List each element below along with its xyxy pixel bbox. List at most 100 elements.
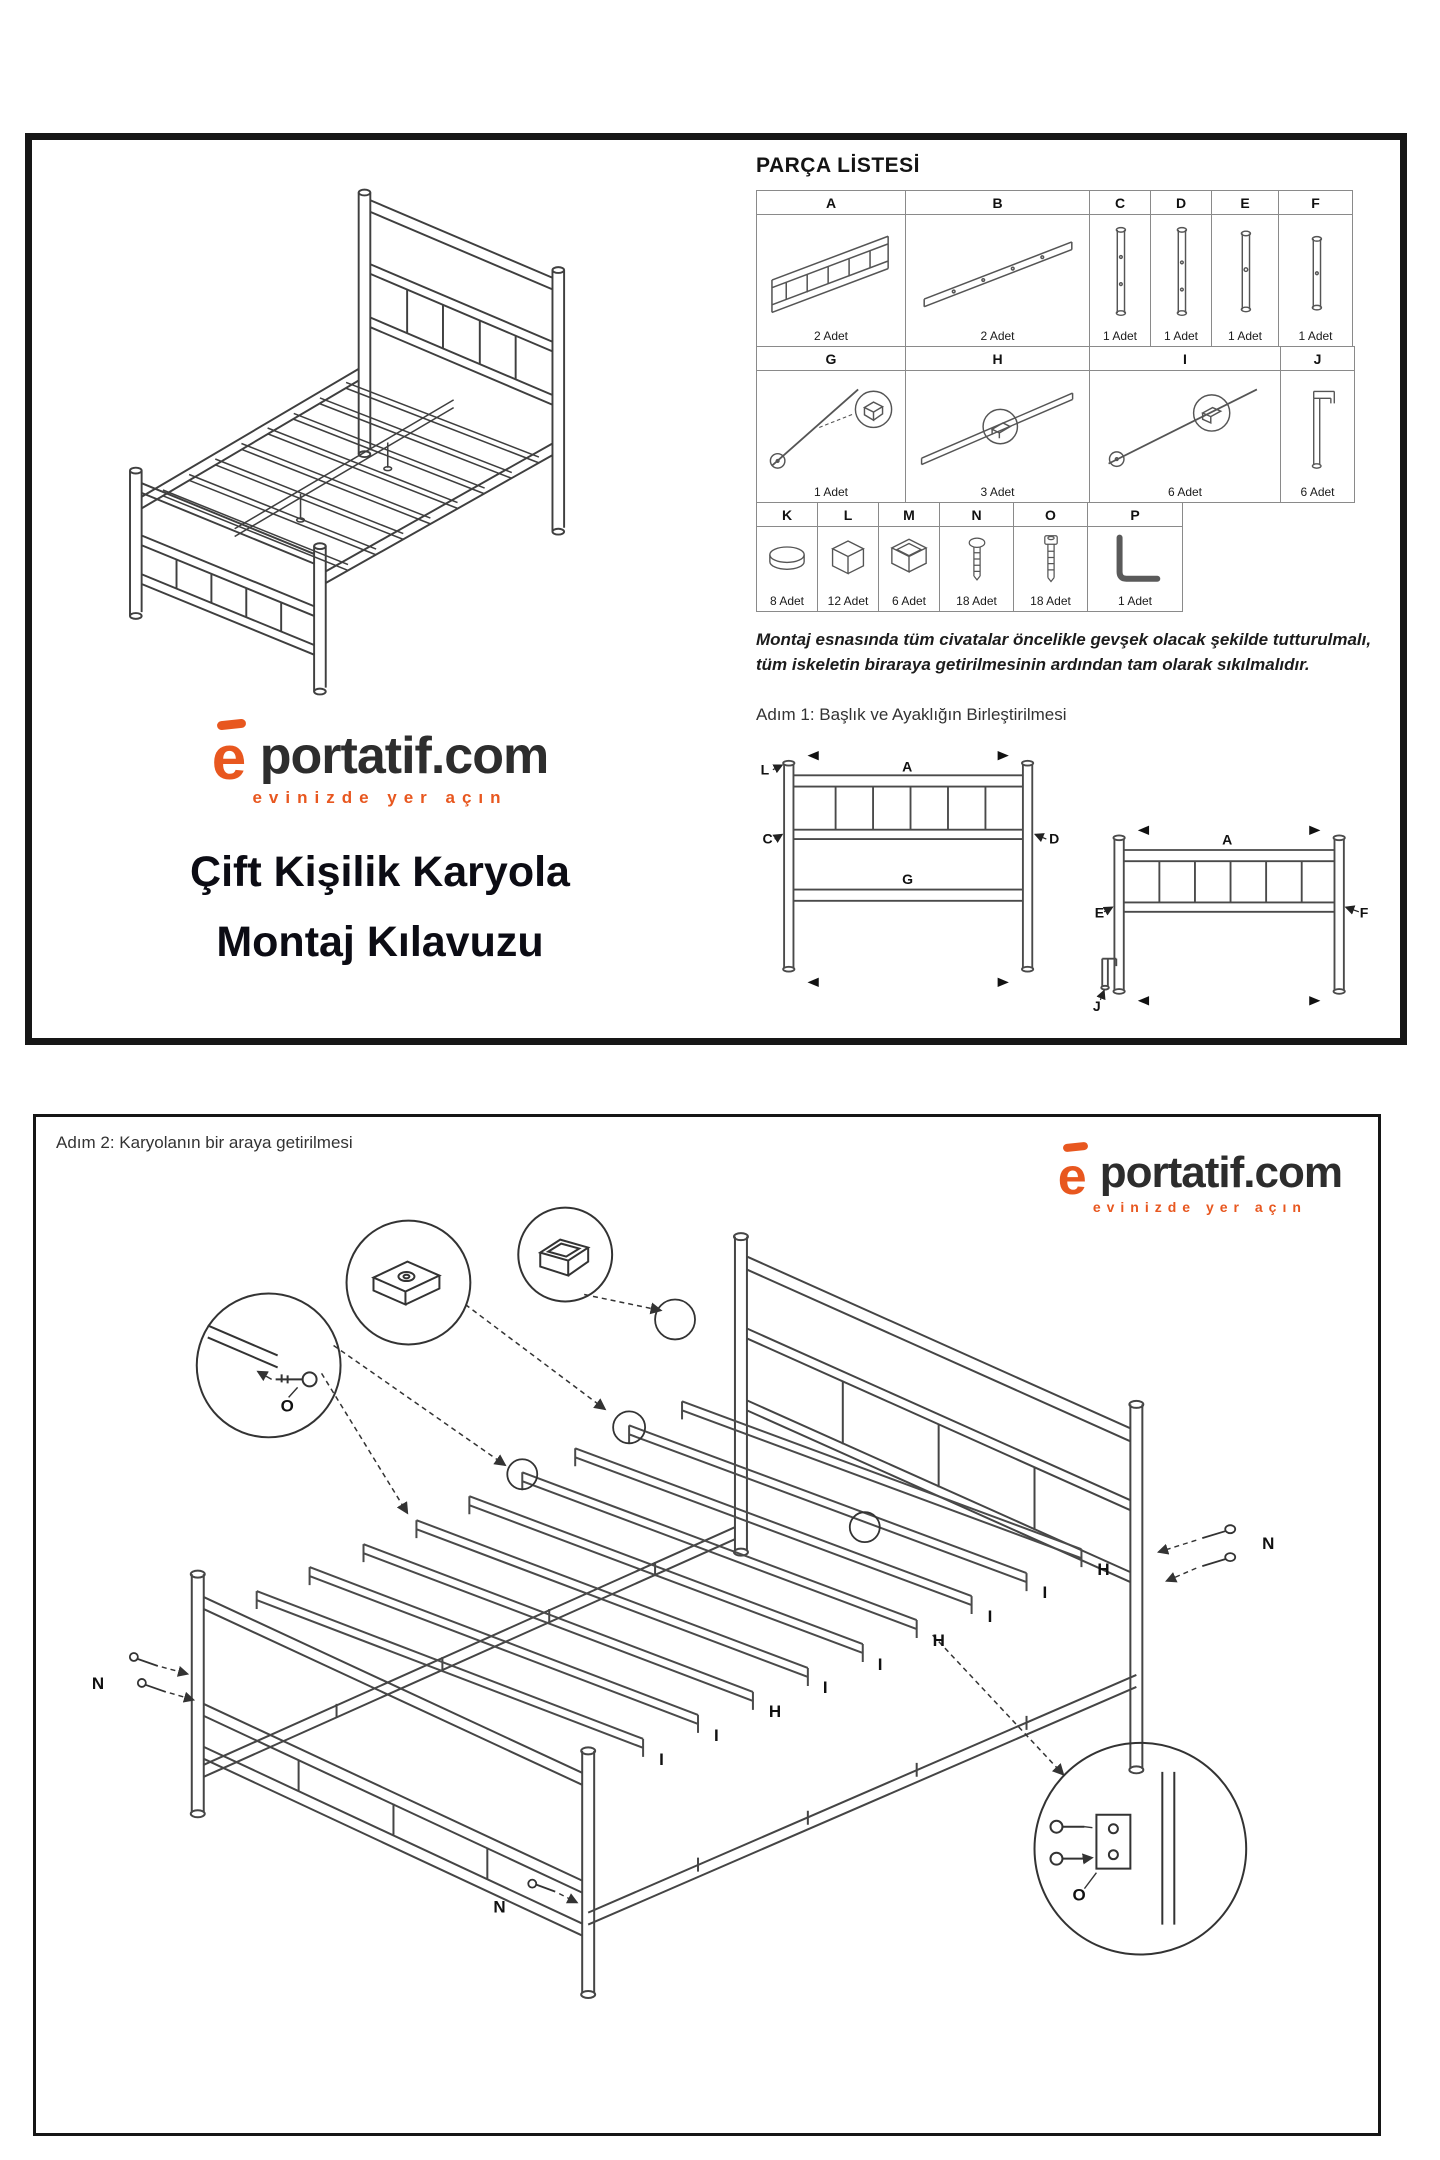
part-letter: I <box>1090 347 1280 371</box>
part-letter: H <box>906 347 1089 371</box>
part-qty: 1 Adet <box>1163 329 1199 343</box>
part-qty: 2 Adet <box>813 329 849 343</box>
part-h-support-rail-icon <box>920 391 1073 465</box>
brand-row: e portatif.com <box>212 718 549 790</box>
part-cell-N: N 18 Adet <box>939 502 1014 612</box>
part-qty: 12 Adet <box>827 594 869 608</box>
bed-isometric-drawing <box>129 188 566 696</box>
rail-label-I3: I <box>878 1655 883 1674</box>
part-cell-G: G 1 Adet <box>756 346 906 503</box>
part-figure <box>1151 215 1211 326</box>
brand-e-icon: e <box>212 718 258 790</box>
rail-label-I6: I <box>659 1750 664 1769</box>
part-letter: C <box>1090 191 1150 215</box>
part-figure <box>818 527 878 591</box>
part-cell-O: O 18 Adet <box>1013 502 1088 612</box>
brand-row: e portatif.com <box>1058 1141 1343 1203</box>
part-figure <box>1090 371 1280 482</box>
part-qty: 8 Adet <box>769 594 805 608</box>
part-qty: 6 Adet <box>1167 485 1203 499</box>
part-cell-F: F 1 Adet <box>1278 190 1353 347</box>
page1-left-column: e portatif.com evinizde yer açın Çift Ki… <box>52 146 708 977</box>
part-letter: M <box>879 503 939 527</box>
step1-label-J: J <box>1093 998 1101 1014</box>
part-letter: D <box>1151 191 1211 215</box>
part-p-allen-key-icon <box>1116 534 1161 582</box>
part-qty: 18 Adet <box>956 594 997 608</box>
brand-logo-page2: e portatif.com evinizde yer açın <box>1058 1141 1343 1215</box>
part-letter: P <box>1088 503 1182 527</box>
part-letter: L <box>818 503 878 527</box>
part-figure <box>879 527 939 591</box>
part-figure <box>906 371 1089 482</box>
step2-assembly-diagram: H I I H I I H I I N N N O O <box>92 1206 1274 1999</box>
part-figure <box>1281 371 1354 482</box>
brand-e-letter: e <box>211 724 247 793</box>
manual-title-line2: Montaj Kılavuzu <box>216 917 544 966</box>
manual-title: Çift Kişilik Karyola Montaj Kılavuzu <box>190 838 570 977</box>
part-n-screw-icon <box>968 537 985 581</box>
part-letter: E <box>1212 191 1278 215</box>
part-cell-P: P 1 Adet <box>1087 502 1183 612</box>
part-cell-J: J 6 Adet <box>1280 346 1355 503</box>
part-letter: K <box>757 503 817 527</box>
step1-diagrams: L C A D G <box>756 739 1372 1024</box>
part-cell-I: I 6 Adet <box>1089 346 1281 503</box>
rail-label-H2: H <box>933 1631 945 1650</box>
step1-label-A2: A <box>1222 832 1232 848</box>
part-g-rod-icon <box>769 388 893 469</box>
part-figure <box>757 527 817 591</box>
rail-label-I2: I <box>988 1607 993 1626</box>
brand-name: portatif.com <box>1099 1148 1343 1197</box>
step1-label-C: C <box>763 831 773 847</box>
step1-label-A: A <box>902 759 912 775</box>
fastener-label-O2: O <box>1072 1886 1085 1905</box>
part-i-slat-rod-icon <box>1108 388 1258 467</box>
part-b-slat-rail-icon <box>922 240 1073 307</box>
part-cell-K: K 8 Adet <box>756 502 818 612</box>
rail-label-I1: I <box>1043 1583 1048 1602</box>
rail-label-H3: H <box>769 1702 781 1721</box>
brand-e-letter: e <box>1057 1148 1087 1206</box>
part-figure <box>757 371 905 482</box>
parts-row-1: A 2 Adet B <box>756 190 1372 347</box>
step1-label-L: L <box>761 762 770 778</box>
part-cell-H: H 3 Adet <box>905 346 1090 503</box>
part-cell-L: L 12 Adet <box>817 502 879 612</box>
part-qty: 6 Adet <box>1300 485 1335 499</box>
part-figure <box>1090 215 1150 326</box>
part-c-post-icon <box>1115 226 1127 316</box>
part-e-post-icon <box>1240 229 1252 312</box>
part-cell-A: A 2 Adet <box>756 190 906 347</box>
fastener-label-N2: N <box>92 1674 104 1693</box>
part-cell-M: M 6 Adet <box>878 502 940 612</box>
rail-label-I5: I <box>714 1726 719 1745</box>
part-m-open-box-icon <box>890 538 928 573</box>
brand-e-icon: e <box>1058 1141 1098 1203</box>
step1-footboard-diagram: A E F J <box>1093 825 1369 1014</box>
brand-name: portatif.com <box>259 727 549 785</box>
fastener-label-N3: N <box>493 1898 505 1917</box>
rail-label-H1: H <box>1097 1560 1109 1579</box>
part-cell-D: D 1 Adet <box>1150 190 1212 347</box>
part-figure <box>940 527 1013 591</box>
step1-headboard-diagram: L C A D G <box>761 751 1059 988</box>
parts-row-3: K 8 Adet L <box>756 502 1372 612</box>
part-figure <box>1212 215 1278 326</box>
part-cell-C: C 1 Adet <box>1089 190 1151 347</box>
part-letter: N <box>940 503 1013 527</box>
manual-page-1: e portatif.com evinizde yer açın Çift Ki… <box>25 133 1407 1045</box>
part-figure <box>1014 527 1087 591</box>
manual-title-line1: Çift Kişilik Karyola <box>190 848 570 896</box>
part-figure <box>906 215 1089 326</box>
part-letter: O <box>1014 503 1087 527</box>
step1-label-G: G <box>902 871 913 887</box>
part-cell-B: B 2 Adet <box>905 190 1090 347</box>
part-qty: 18 Adet <box>1030 594 1071 608</box>
part-l-cube-cap-icon <box>831 540 865 575</box>
part-qty: 2 Adet <box>980 329 1015 343</box>
part-figure <box>1088 527 1182 591</box>
part-qty: 1 Adet <box>1298 329 1333 343</box>
step2-heading: Adım 2: Karyolanın bir araya getirilmesi <box>56 1133 353 1152</box>
part-j-leg-hook-icon <box>1311 390 1335 469</box>
